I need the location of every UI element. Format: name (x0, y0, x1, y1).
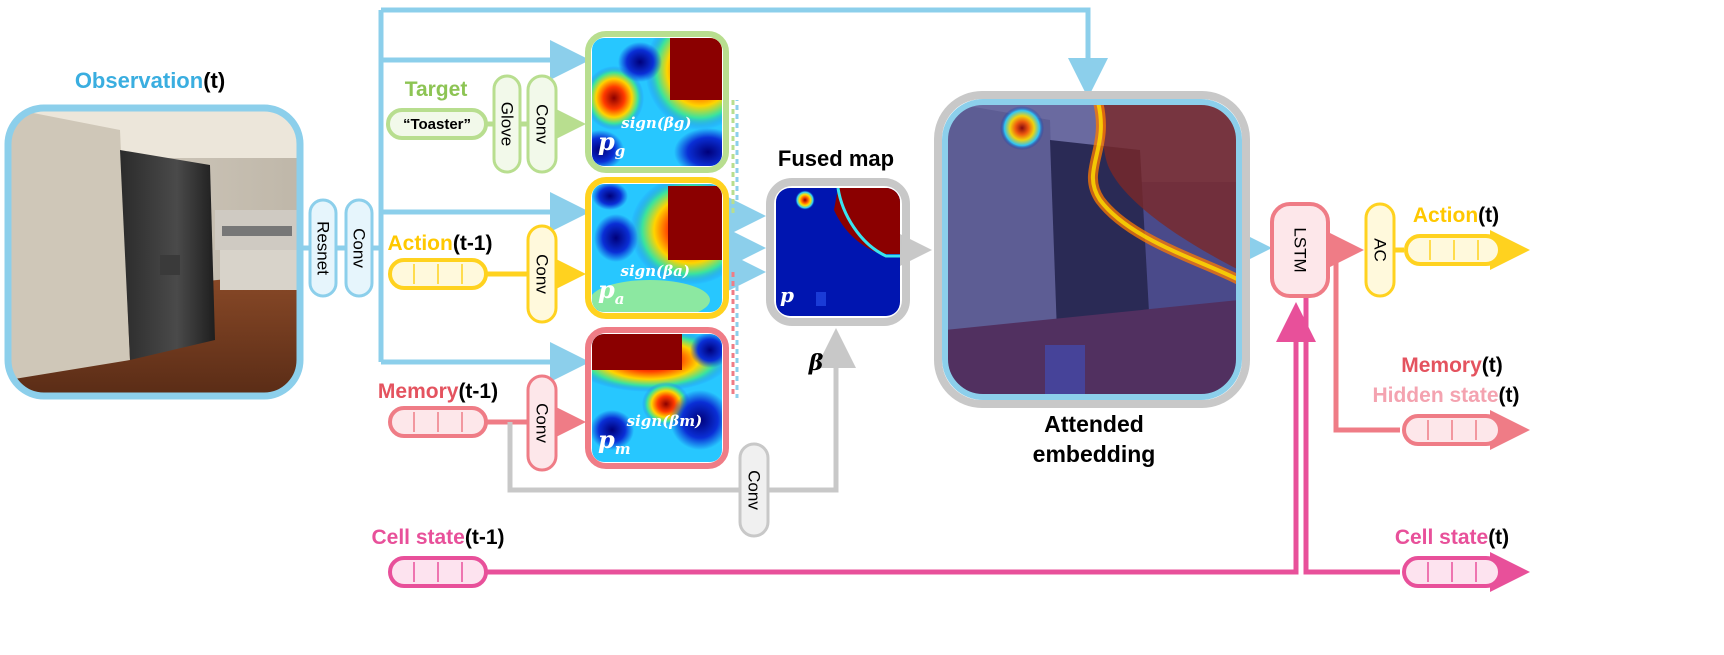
target-title: Target (405, 78, 468, 101)
observation-conv-block: Conv (344, 198, 374, 298)
target-word-capsule: “Toaster” (386, 108, 488, 140)
svg-text:Glove: Glove (498, 102, 517, 146)
lstm-to-cell-out-arrow (1303, 296, 1400, 575)
memory-map-symbol: pmsign(βm) (598, 412, 702, 458)
svg-text:Conv: Conv (533, 104, 552, 144)
action-conv-block: Conv (526, 224, 558, 324)
fused-map-symbol: p (780, 283, 794, 307)
map-dashed-links (731, 100, 739, 398)
action-out-title: Action(t) (1413, 204, 1499, 227)
svg-text:Conv: Conv (533, 403, 552, 443)
beta-conv-block: Conv (738, 442, 770, 538)
fused-map-title: Fused map (778, 146, 894, 171)
beta-label: β (808, 350, 824, 376)
top-bypass-line (381, 7, 1108, 98)
cell-out-capsule (1402, 556, 1502, 588)
cell-prev-to-lstm-arrow (486, 302, 1316, 575)
svg-text:Conv: Conv (745, 470, 764, 510)
memory-prev-title: Memory(t-1) (378, 380, 498, 403)
attended-embedding-image (934, 91, 1250, 408)
cell-out-title: Cell state(t) (1395, 526, 1509, 549)
pink-connections (486, 296, 1530, 592)
action-map-symbol: pasign(βa) (598, 262, 690, 308)
action-prev-capsule (388, 258, 488, 290)
hidden-out-capsule (1402, 414, 1502, 446)
svg-text:AC: AC (1371, 238, 1390, 262)
hidden-out-title: Hidden state(t) (1372, 384, 1519, 407)
beta-conv-to-fused-arrow (768, 328, 856, 493)
lstm-block: LSTM (1270, 202, 1330, 298)
memory-out-title: Memory(t) (1401, 354, 1503, 377)
svg-text:Conv: Conv (533, 254, 552, 294)
action-prev-title: Action(t-1) (388, 232, 493, 255)
target-map-symbol: pgsign(βg) (598, 114, 691, 160)
memory-attention-map: pmsign(βm) (585, 327, 729, 469)
ac-block: AC (1364, 202, 1396, 298)
cell-prev-capsule (388, 556, 488, 588)
action-attention-map: pasign(βa) (585, 177, 729, 319)
resnet-block: Resnet (308, 198, 338, 298)
observation-title: Observation(t) (75, 68, 225, 93)
action-out-capsule (1404, 234, 1502, 266)
red-connections (486, 230, 1530, 450)
svg-text:Resnet: Resnet (314, 221, 333, 275)
target-attention-map: pgsign(βg) (585, 31, 729, 173)
lstm-to-hidden-line (1333, 250, 1400, 433)
memory-to-beta-conv-line (507, 422, 740, 493)
svg-text:LSTM: LSTM (1291, 227, 1310, 272)
svg-text:“Toaster”: “Toaster” (403, 116, 471, 133)
target-conv-block: Conv (526, 74, 558, 174)
svg-text:Conv: Conv (350, 228, 369, 268)
memory-conv-block: Conv (526, 374, 558, 472)
fused-map: p (766, 178, 910, 326)
cell-prev-title: Cell state(t-1) (371, 526, 504, 549)
observation-image (4, 104, 304, 400)
glove-block: Glove (492, 74, 522, 174)
memory-prev-capsule (388, 406, 488, 438)
